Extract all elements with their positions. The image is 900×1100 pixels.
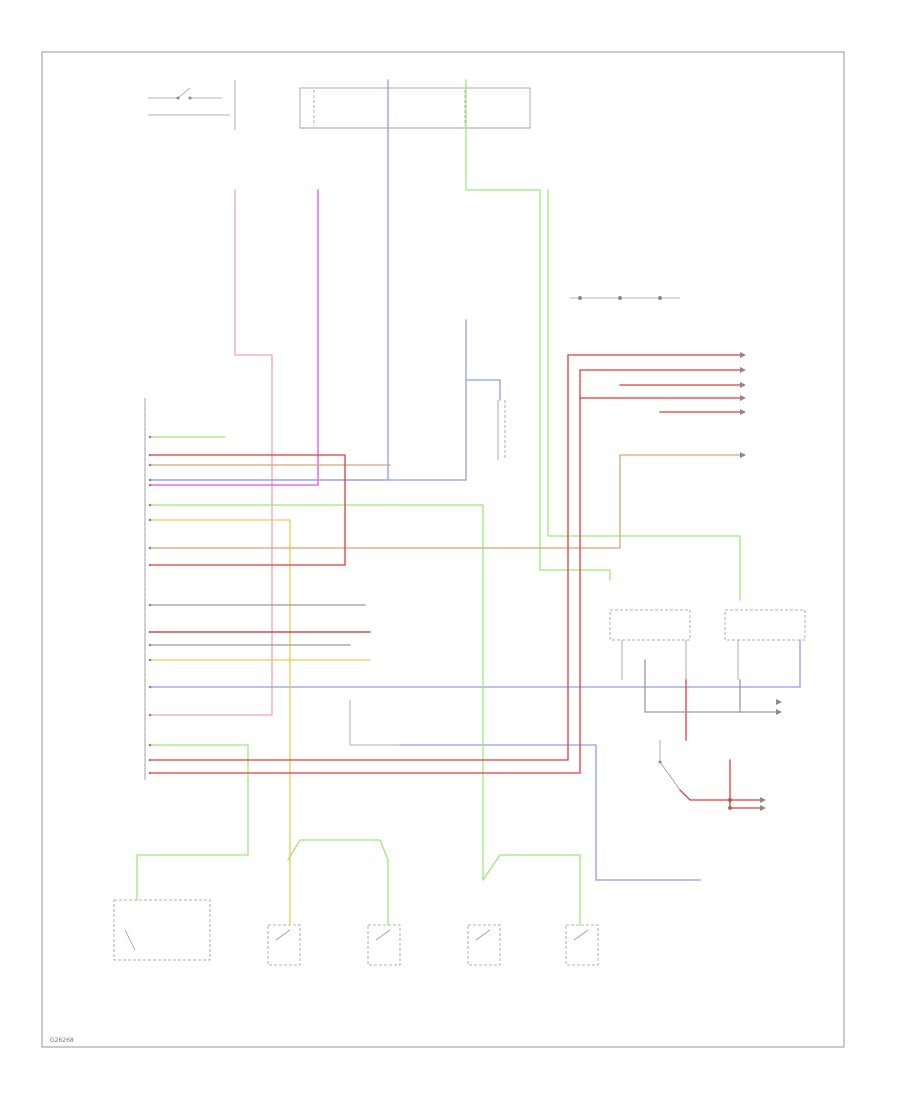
actuator-5 bbox=[565, 924, 599, 966]
key-switch bbox=[658, 740, 732, 810]
wire-magenta bbox=[149, 189, 319, 486]
wire-blue-long bbox=[149, 639, 801, 688]
actuator-left bbox=[113, 899, 211, 961]
wire-green-top bbox=[465, 79, 611, 581]
wire-red-key bbox=[679, 789, 761, 801]
wire-pink bbox=[149, 189, 273, 716]
wire-green-down bbox=[149, 504, 484, 881]
ground-point bbox=[497, 400, 506, 460]
wire-blue-top bbox=[149, 79, 389, 481]
connector-terminals bbox=[148, 435, 152, 775]
wire-gray-3 bbox=[644, 659, 781, 713]
wire-blue-ground bbox=[465, 379, 501, 401]
wire-blue-lower bbox=[399, 744, 701, 881]
wire-green-bottom bbox=[287, 839, 389, 926]
actuator-3 bbox=[367, 924, 401, 966]
wire-green-bottom2 bbox=[482, 854, 581, 926]
output-arrows bbox=[740, 352, 782, 811]
fuse-panel bbox=[299, 87, 531, 129]
actuator-4 bbox=[467, 924, 501, 966]
ignition-switch bbox=[148, 80, 236, 130]
relay-switch-left bbox=[609, 609, 691, 680]
wire-orange bbox=[149, 454, 741, 549]
wire-red-key2 bbox=[729, 759, 761, 809]
wire-red-3 bbox=[149, 369, 741, 774]
wire-green-right bbox=[547, 189, 741, 601]
diagram-frame bbox=[41, 51, 845, 1048]
wire-red-2 bbox=[149, 354, 741, 761]
diagram-id: G26268 bbox=[50, 1037, 74, 1044]
relay-switch-right bbox=[724, 609, 806, 680]
wire-yellow bbox=[149, 519, 291, 926]
wire-red-1 bbox=[149, 454, 346, 566]
center-module-box bbox=[349, 700, 475, 746]
door-lock-switch-block bbox=[570, 296, 680, 300]
actuator-2 bbox=[267, 924, 301, 966]
wire-blue-connector bbox=[149, 319, 467, 481]
wire-green-left bbox=[136, 744, 249, 901]
